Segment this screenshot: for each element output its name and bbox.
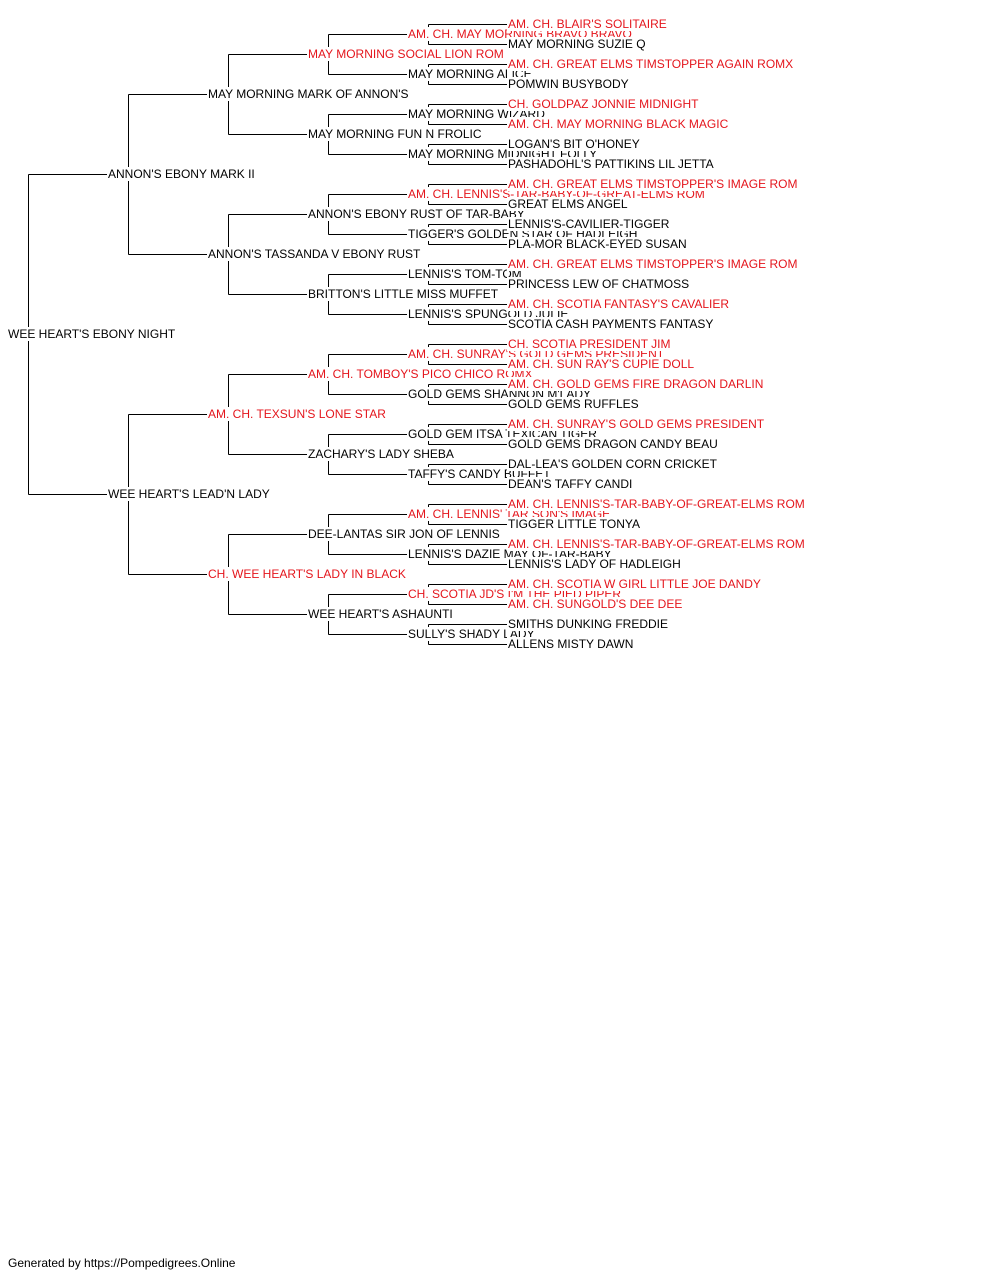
ancestor-name: AM. CH. SUNRAY'S GOLD GEMS PRESIDENT xyxy=(507,417,766,431)
ancestor-name: SMITHS DUNKING FREDDIE xyxy=(507,617,670,631)
ancestor-name: AM. CH. TEXSUN'S LONE STAR xyxy=(207,407,387,421)
ancestor-name: ANNON'S TASSANDA V EBONY RUST xyxy=(207,247,422,261)
ancestor-name: ZACHARY'S LADY SHEBA xyxy=(307,447,455,461)
ancestor-name: MAY MORNING SOCIAL LION ROM xyxy=(307,47,505,61)
ancestor-name: GREAT ELMS ANGEL xyxy=(507,197,629,211)
ancestor-name: DEAN'S TAFFY CANDI xyxy=(507,477,634,491)
ancestor-name: CH. SCOTIA PRESIDENT JIM xyxy=(507,337,672,351)
ancestor-name: AM. CH. GREAT ELMS TIMSTOPPER AGAIN ROMX xyxy=(507,57,795,71)
ancestor-name: MAY MORNING MARK OF ANNON'S xyxy=(207,87,410,101)
ancestor-name: WEE HEART'S ASHAUNTI xyxy=(307,607,454,621)
ancestor-name: GOLD GEMS DRAGON CANDY BEAU xyxy=(507,437,719,451)
ancestor-name: WEE HEART'S LEAD'N LADY xyxy=(107,487,271,501)
ancestor-name: AM. CH. SUN RAY'S CUPIE DOLL xyxy=(507,357,696,371)
ancestor-name: ANNON'S EBONY RUST OF TAR-BABY xyxy=(307,207,526,221)
ancestor-name: CH. GOLDPAZ JONNIE MIDNIGHT xyxy=(507,97,700,111)
ancestor-name: PASHADOHL'S PATTIKINS LIL JETTA xyxy=(507,157,715,171)
ancestor-name: LENNIS'S-CAVILIER-TIGGER xyxy=(507,217,671,231)
ancestor-name: AM. CH. BLAIR'S SOLITAIRE xyxy=(507,17,668,31)
ancestor-name: GOLD GEMS RUFFLES xyxy=(507,397,640,411)
footer-credit: Generated by https://Pompedigrees.Online xyxy=(8,1256,236,1270)
ancestor-name: DEE-LANTAS SIR JON OF LENNIS xyxy=(307,527,501,541)
ancestor-name: TIGGER LITTLE TONYA xyxy=(507,517,642,531)
ancestor-name: AM. CH. LENNIS'S-TAR-BABY-OF-GREAT-ELMS … xyxy=(507,497,806,511)
subject-dog-name: WEE HEART'S EBONY NIGHT xyxy=(7,327,177,341)
ancestor-name: AM. CH. LENNIS'S-TAR-BABY-OF-GREAT-ELMS … xyxy=(507,537,806,551)
ancestor-name: BRITTON'S LITTLE MISS MUFFET xyxy=(307,287,500,301)
ancestor-name: LOGAN'S BIT O'HONEY xyxy=(507,137,641,151)
ancestor-name: ANNON'S EBONY MARK II xyxy=(107,167,256,181)
ancestor-name: AM. CH. SUNGOLD'S DEE DEE xyxy=(507,597,684,611)
ancestor-name: SULLY'S SHADY LADY xyxy=(407,627,536,641)
ancestor-name: MAY MORNING ALICE xyxy=(407,67,533,81)
ancestor-name: AM. CH. SCOTIA W GIRL LITTLE JOE DANDY xyxy=(507,577,762,591)
ancestor-name: LENNIS'S LADY OF HADLEIGH xyxy=(507,557,682,571)
ancestor-name: AM. CH. SCOTIA FANTASY'S CAVALIER xyxy=(507,297,731,311)
ancestor-name: CH. WEE HEART'S LADY IN BLACK xyxy=(207,567,407,581)
ancestor-name: PRINCESS LEW OF CHATMOSS xyxy=(507,277,691,291)
ancestor-name: LENNIS'S TOM-TOM xyxy=(407,267,523,281)
ancestor-name: MAY MORNING FUN N FROLIC xyxy=(307,127,483,141)
ancestor-name: AM. CH. MAY MORNING BLACK MAGIC xyxy=(507,117,730,131)
ancestor-name: DAL-LEA'S GOLDEN CORN CRICKET xyxy=(507,457,718,471)
ancestor-name: POMWIN BUSYBODY xyxy=(507,77,630,91)
ancestor-name: PLA-MOR BLACK-EYED SUSAN xyxy=(507,237,688,251)
ancestor-name: AM. CH. GOLD GEMS FIRE DRAGON DARLIN xyxy=(507,377,765,391)
ancestor-name: MAY MORNING SUZIE Q xyxy=(507,37,647,51)
ancestor-name: AM. CH. TOMBOY'S PICO CHICO ROMX xyxy=(307,367,534,381)
ancestor-name: AM. CH. GREAT ELMS TIMSTOPPER'S IMAGE RO… xyxy=(507,177,799,191)
ancestor-name: ALLENS MISTY DAWN xyxy=(507,637,635,651)
ancestor-name: SCOTIA CASH PAYMENTS FANTASY xyxy=(507,317,715,331)
ancestor-name: AM. CH. GREAT ELMS TIMSTOPPER'S IMAGE RO… xyxy=(507,257,799,271)
